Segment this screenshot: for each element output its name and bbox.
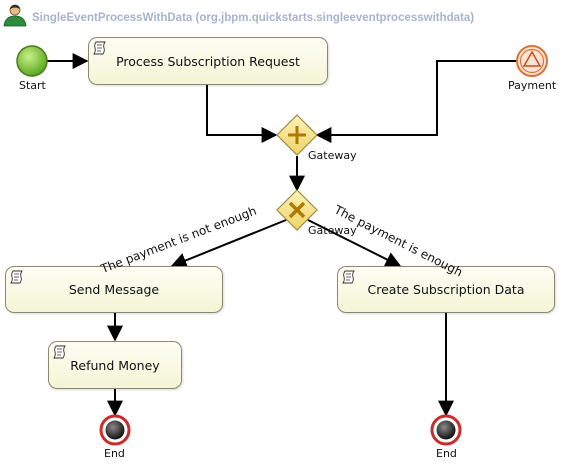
sequence-flows <box>47 53 517 417</box>
task-label: Process Subscription Request <box>116 53 300 69</box>
script-task-icon <box>342 270 355 284</box>
task-label: Send Message <box>68 282 160 297</box>
end-event-right[interactable] <box>430 414 462 446</box>
plus-icon <box>288 126 306 144</box>
task-send-message[interactable]: Send Message <box>5 266 223 313</box>
user-icon <box>3 4 27 27</box>
end-right-label: End <box>436 447 457 460</box>
script-task-icon <box>93 41 106 55</box>
task-label: Refund Money <box>70 357 160 373</box>
start-label: Start <box>19 79 46 92</box>
start-event[interactable] <box>16 45 48 77</box>
signal-triangle-icon <box>522 50 542 67</box>
parallel-gateway-label: Gateway <box>308 149 357 162</box>
task-label: Create Subscription Data <box>367 282 525 297</box>
parallel-gateway[interactable] <box>276 114 318 156</box>
end-left-label: End <box>104 447 125 460</box>
flow-exclusive-to-create-subscription[interactable] <box>307 219 402 267</box>
end-event-left[interactable] <box>99 414 131 446</box>
process-title: SingleEventProcessWithData (org.jbpm.qui… <box>32 12 475 24</box>
task-refund-money[interactable]: Refund Money <box>48 341 182 389</box>
exclusive-gateway-label: Gateway <box>308 224 357 237</box>
exclusive-gateway[interactable] <box>276 189 318 231</box>
flow-payment-to-gateway[interactable] <box>315 60 517 143</box>
payment-signal-event[interactable] <box>516 45 548 77</box>
task-process-subscription-request[interactable]: Process Subscription Request <box>88 37 328 85</box>
payment-label: Payment <box>508 79 557 92</box>
script-task-icon <box>10 270 23 284</box>
task-create-subscription-data[interactable]: Create Subscription Data <box>337 266 555 313</box>
script-task-icon <box>53 345 66 359</box>
flow-process-to-gateway[interactable] <box>206 85 278 143</box>
flow-exclusive-to-send-message[interactable] <box>170 219 287 269</box>
x-icon <box>288 201 306 219</box>
